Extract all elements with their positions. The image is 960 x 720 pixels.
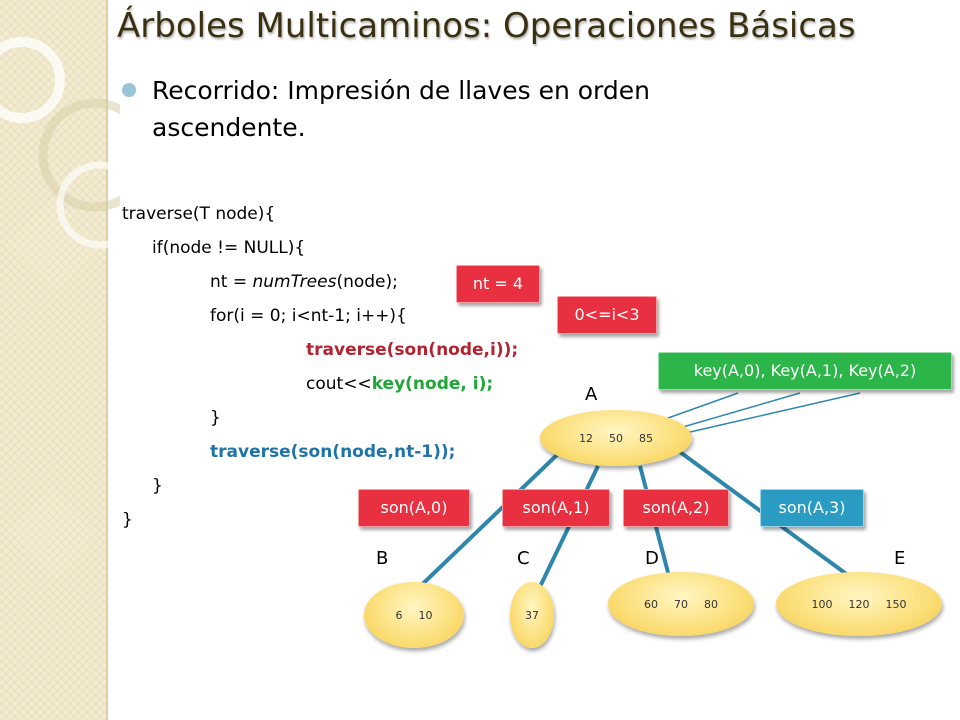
bullet-dot [122, 83, 136, 97]
node-key: 37 [525, 608, 539, 622]
code-numtrees-call: numTrees [252, 272, 337, 292]
node-c-label: C [517, 548, 530, 569]
node-key: 12 [579, 431, 593, 445]
son-a0-annotation: son(A,0) [358, 489, 470, 527]
code-line-7: } [210, 408, 221, 428]
son-a2-annotation: son(A,2) [623, 489, 729, 527]
node-key: 6 [395, 608, 403, 622]
code-key-call: key(node, i); [371, 374, 494, 394]
node-key: 60 [644, 597, 658, 611]
keys-annotation: key(A,0), Key(A,1), Key(A,2) [658, 352, 952, 390]
code-cout: cout<< [306, 374, 372, 394]
left-panel-divider [106, 0, 108, 720]
decorative-circles-icon [0, 37, 120, 249]
tree-node-b: 6 10 [364, 582, 464, 648]
tree-node-d: 60 70 80 [608, 572, 754, 636]
edge-a-c [534, 465, 600, 596]
node-a-label: A [585, 384, 598, 405]
slide-title: Árboles Multicaminos: Operaciones Básica… [117, 6, 856, 46]
bullet-text: Recorrido: Impresión de llaves en orden … [152, 76, 650, 142]
node-key: 50 [609, 431, 623, 445]
code-numtrees-arg: (node); [336, 272, 398, 292]
node-key: 10 [418, 608, 433, 622]
son-a1-annotation: son(A,1) [502, 489, 610, 527]
tree-node-a: 12 50 85 [540, 410, 692, 466]
tree-node-c: 37 [510, 582, 554, 648]
node-key: 100 [811, 597, 833, 611]
key-pointer-line-3 [663, 392, 861, 439]
code-nt-assign: nt = [210, 272, 253, 292]
code-line-10: } [122, 510, 133, 530]
code-line-1: traverse(T node){ [122, 204, 276, 224]
node-key: 120 [848, 597, 870, 611]
node-key: 70 [674, 597, 688, 611]
tree-node-e: 100 120 150 [776, 572, 942, 636]
node-key: 85 [639, 431, 653, 445]
node-e-label: E [894, 548, 906, 569]
code-line-2: if(node != NULL){ [152, 238, 306, 258]
code-line-3: nt = numTrees(node); [210, 272, 398, 292]
nt-annotation: nt = 4 [456, 265, 540, 303]
node-d-label: D [645, 548, 659, 569]
code-line-9: } [152, 476, 163, 496]
edge-a-b [406, 450, 562, 600]
code-line-8: traverse(son(node,nt-1)); [210, 442, 456, 462]
node-key: 80 [704, 597, 718, 611]
node-b-label: B [376, 548, 389, 569]
code-line-5: traverse(son(node,i)); [306, 340, 519, 360]
code-line-6: cout<<key(node, i); [306, 374, 493, 394]
code-line-4: for(i = 0; i<nt-1; i++){ [210, 306, 407, 326]
son-a3-annotation: son(A,3) [760, 489, 864, 527]
range-annotation: 0<=i<3 [557, 296, 657, 334]
node-key: 150 [885, 597, 907, 611]
